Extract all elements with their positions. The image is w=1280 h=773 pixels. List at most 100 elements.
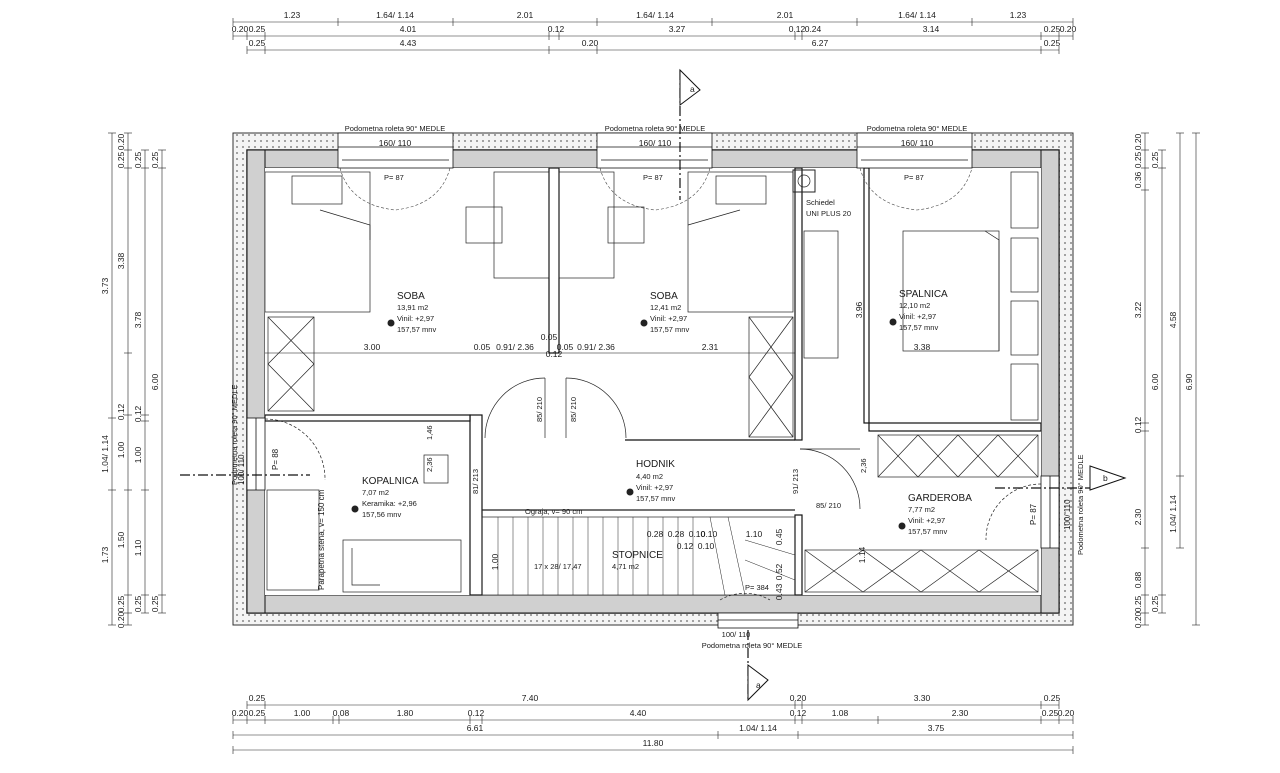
roleta-label-3: Podometna roleta 90° MEDLE <box>867 124 968 133</box>
room-garderoba: GARDEROBA 7,77 m2 Vinil: +2,97 157,57 mn… <box>898 493 972 536</box>
furniture <box>264 169 1039 596</box>
dim-right2-2: 0.25 <box>1150 595 1160 612</box>
windows-top <box>337 132 973 169</box>
dim-interior-18: 0.45 <box>774 528 784 545</box>
dim-bot3-0: 6.61 <box>467 723 484 733</box>
svg-text:157,57 mnv: 157,57 mnv <box>397 325 436 334</box>
dim-bot1-4: 0.25 <box>1044 693 1061 703</box>
dim-top3-1: 4.43 <box>400 38 417 48</box>
dim-236-b: 2,36 <box>859 458 868 473</box>
dim-top2-1: 0.25 <box>249 24 266 34</box>
room-stopnice: STOPNICE 4,71 m2 17 x 28/ 17,47 <box>534 550 663 571</box>
roleta-label-2: Podometna roleta 90° MEDLE <box>605 124 706 133</box>
parapet-2: P= 87 <box>643 173 663 182</box>
dim-top1-5: 1.64/ 1.14 <box>898 10 936 20</box>
dim-interior-11: 0.28 <box>647 529 664 539</box>
dim-left2-0: 0.25 <box>116 151 126 168</box>
svg-text:17 x 28/ 17,47: 17 x 28/ 17,47 <box>534 562 582 571</box>
svg-text:157,57 mnv: 157,57 mnv <box>899 323 938 332</box>
dim-236-a: 2,36 <box>425 457 434 472</box>
section-b: b <box>1103 473 1108 483</box>
dim-left4-0: 0.25 <box>150 151 160 168</box>
dim-left2-6: 0.25 <box>116 595 126 612</box>
dim-interior-22: 1.00 <box>490 553 500 570</box>
dim-interior-9: 3.96 <box>854 301 864 318</box>
dim-top1-0: 1.23 <box>284 10 301 20</box>
svg-text:157,56 mnv: 157,56 mnv <box>362 510 401 519</box>
dim-146: 1,46 <box>425 425 434 440</box>
dim-right1-6: 0.88 <box>1133 571 1143 588</box>
dim-left4-1: 6.00 <box>150 373 160 390</box>
dim-bot1-0: 0.25 <box>249 693 266 703</box>
dim-right1-3: 3.22 <box>1133 301 1143 318</box>
door-4-size: 91/ 213 <box>791 469 800 494</box>
dim-interior-1: 0.05 <box>474 342 491 352</box>
dim-right1-7: 0.25 <box>1133 595 1143 612</box>
dim-right4-0: 6.90 <box>1184 373 1194 390</box>
dim-bot4-0: 11.80 <box>643 738 664 748</box>
svg-text:Keramika: +2,96: Keramika: +2,96 <box>362 499 417 508</box>
right-window-size: 100/ 110 <box>1063 499 1072 530</box>
dim-left3-4: 1.10 <box>133 539 143 556</box>
dim-interior-13: 0.10 <box>689 529 706 539</box>
room-soba-1: SOBA 13,91 m2 Vinil: +2,97 157,57 mnv <box>387 291 436 334</box>
dim-left1-0: 3.73 <box>100 277 110 294</box>
svg-text:Vinil: +2,97: Vinil: +2,97 <box>397 314 434 323</box>
dim-top3-3: 6.27 <box>812 38 829 48</box>
dim-right1-2: 0.36 <box>1133 171 1143 188</box>
windows-side <box>246 417 1060 629</box>
dim-left3-3: 1.00 <box>133 446 143 463</box>
left-window-size: 100/ 110 <box>237 454 246 485</box>
door-3-size: 81/ 213 <box>471 469 480 494</box>
parapet-stairs: P= 384 <box>745 583 769 592</box>
svg-text:7,77 m2: 7,77 m2 <box>908 505 935 514</box>
chimney-model: UNI PLUS 20 <box>806 209 851 218</box>
exterior-walls <box>232 132 1074 626</box>
dim-left3-2: 0.12 <box>133 405 143 422</box>
dim-interior-17: 1.10 <box>746 529 763 539</box>
right-roleta: Podometna roleta 90° MEDLE <box>1076 454 1085 555</box>
window-size-bottom: 100/ 110 <box>722 630 751 639</box>
dim-left2-5: 1.50 <box>116 531 126 548</box>
dim-interior-20: 0.43 <box>774 583 784 600</box>
dim-bot2-3: 0.08 <box>333 708 350 718</box>
dim-interior-16: 0.10 <box>698 541 715 551</box>
svg-text:SOBA: SOBA <box>650 291 678 302</box>
dim-left3-5: 0.25 <box>133 595 143 612</box>
svg-text:Vinil: +2,97: Vinil: +2,97 <box>908 516 945 525</box>
door-size-garderoba: 85/ 210 <box>816 501 841 510</box>
parapet-right: P= 87 <box>1029 503 1038 525</box>
dim-left2-1: 0.20 <box>116 133 126 150</box>
interior-walls <box>264 167 1042 596</box>
svg-text:STOPNICE: STOPNICE <box>612 550 663 561</box>
dim-left2-7: 0.20 <box>116 611 126 628</box>
roleta-label-bottom: Podometna roleta 90° MEDLE <box>702 641 803 650</box>
dim-bot3-2: 3.75 <box>928 723 945 733</box>
dim-left2-3: 0.12 <box>116 403 126 420</box>
dim-interior-15: 0.12 <box>677 541 694 551</box>
svg-text:13,91 m2: 13,91 m2 <box>397 303 428 312</box>
dim-right1-5: 2.30 <box>1133 508 1143 525</box>
dim-interior-19: 0.52 <box>774 563 784 580</box>
dim-interior-4: 0.12 <box>546 349 563 359</box>
dim-bot2-0: 0.20 <box>232 708 249 718</box>
section-a-top: a <box>690 84 695 94</box>
svg-text:157,57 mnv: 157,57 mnv <box>650 325 689 334</box>
dim-bot3-1: 1.04/ 1.14 <box>739 723 777 733</box>
parapet-left: P= 88 <box>271 448 280 470</box>
svg-text:HODNIK: HODNIK <box>636 459 675 470</box>
dim-interior-12: 0.28 <box>668 529 685 539</box>
dim-interior-3: 0.05 <box>541 332 558 342</box>
dim-bot2-6: 4.40 <box>630 708 647 718</box>
svg-text:KOPALNICA: KOPALNICA <box>362 476 419 487</box>
room-hodnik: HODNIK 4,40 m2 Vinil: +2,97 157,57 mnv <box>626 459 675 503</box>
dim-right1-0: 0.25 <box>1133 151 1143 168</box>
dim-top3-0: 0.25 <box>249 38 266 48</box>
dim-bot1-1: 7.40 <box>522 693 539 703</box>
bathroom-wall-label: Parapetna stena, v= 150 cm <box>317 489 326 590</box>
dim-bot1-2: 0.20 <box>790 693 807 703</box>
dim-left4-2: 0.25 <box>150 595 160 612</box>
svg-text:GARDEROBA: GARDEROBA <box>908 493 972 504</box>
